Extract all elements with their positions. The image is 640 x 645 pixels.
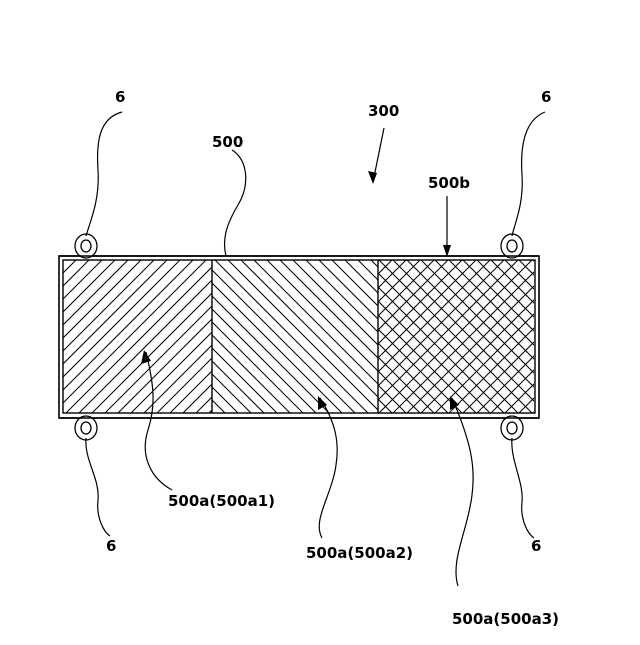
leader-section-3 xyxy=(452,398,473,586)
clip-bottom-right xyxy=(501,416,523,440)
label-section-3: 500a(500a3) xyxy=(452,612,559,627)
leader-clip-bl xyxy=(86,438,110,536)
clip-bottom-left xyxy=(75,416,97,440)
label-clip-top-left: 6 xyxy=(115,90,125,105)
label-frame: 500b xyxy=(428,176,470,191)
label-clip-top-right: 6 xyxy=(541,90,551,105)
label-clip-bottom-left: 6 xyxy=(106,539,116,554)
section-3-hatch xyxy=(211,260,640,413)
leader-section-2 xyxy=(319,398,337,538)
clip-top-left xyxy=(75,234,97,258)
leader-clip-tl xyxy=(86,112,122,236)
frame-outer xyxy=(59,256,539,418)
section-2-hatch xyxy=(46,260,640,413)
clip-top-right xyxy=(501,234,523,258)
label-panel: 500 xyxy=(212,135,243,150)
arrowhead-assembly xyxy=(368,171,377,184)
leader-clip-tr xyxy=(512,112,545,236)
leader-panel xyxy=(225,150,246,256)
label-section-1: 500a(500a1) xyxy=(168,494,275,509)
label-clip-bottom-right: 6 xyxy=(531,539,541,554)
section-1-hatch xyxy=(0,260,518,413)
label-section-2: 500a(500a2) xyxy=(306,546,413,561)
label-assembly: 300 xyxy=(368,104,399,119)
leader-clip-br xyxy=(512,438,534,538)
frame-inner xyxy=(63,260,535,413)
